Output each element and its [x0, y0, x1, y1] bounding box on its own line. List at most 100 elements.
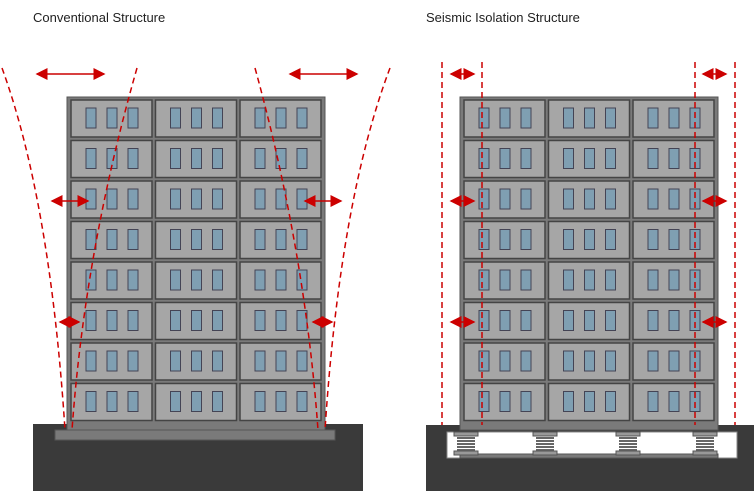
- window: [563, 269, 574, 291]
- window: [689, 391, 701, 412]
- window: [106, 229, 118, 250]
- window: [85, 107, 97, 129]
- window: [275, 310, 287, 331]
- window: [170, 148, 181, 169]
- window: [520, 229, 532, 250]
- window: [275, 107, 287, 129]
- window: [584, 350, 595, 372]
- bearing-layer: [536, 446, 554, 448]
- window: [212, 310, 223, 331]
- window: [170, 269, 181, 291]
- window: [170, 350, 181, 372]
- window: [520, 107, 532, 129]
- bearing-plate: [453, 431, 479, 437]
- bearing-plate: [615, 431, 641, 437]
- base-slab: [459, 453, 719, 459]
- window: [296, 350, 308, 372]
- window: [127, 350, 139, 372]
- window: [191, 350, 202, 372]
- window: [499, 269, 511, 291]
- window: [563, 350, 574, 372]
- bearing-layer: [696, 437, 714, 439]
- window: [478, 107, 490, 129]
- window: [85, 148, 97, 169]
- window: [275, 391, 287, 412]
- window: [191, 229, 202, 250]
- window: [584, 310, 595, 331]
- window: [212, 188, 223, 210]
- window: [478, 310, 490, 331]
- window: [668, 350, 680, 372]
- window: [584, 269, 595, 291]
- window: [127, 188, 139, 210]
- window: [85, 229, 97, 250]
- window: [520, 391, 532, 412]
- window: [668, 148, 680, 169]
- window: [520, 350, 532, 372]
- bearing-layer: [619, 443, 637, 445]
- window: [668, 391, 680, 412]
- window: [647, 269, 659, 291]
- window: [275, 269, 287, 291]
- bearing-layer: [536, 440, 554, 442]
- window: [563, 391, 574, 412]
- window: [127, 391, 139, 412]
- window: [296, 107, 308, 129]
- window: [191, 310, 202, 331]
- sway-curve: [324, 67, 391, 431]
- bearing-plate: [453, 450, 479, 456]
- window: [605, 107, 616, 129]
- window: [191, 269, 202, 291]
- window: [191, 107, 202, 129]
- window: [647, 350, 659, 372]
- window: [254, 269, 266, 291]
- window: [106, 148, 118, 169]
- window: [170, 310, 181, 331]
- window: [605, 391, 616, 412]
- window: [212, 229, 223, 250]
- window: [520, 310, 532, 331]
- window: [212, 269, 223, 291]
- bearing-layer: [696, 440, 714, 442]
- window: [520, 188, 532, 210]
- window: [85, 188, 97, 210]
- window: [478, 229, 490, 250]
- sway-curve: [71, 67, 138, 431]
- window: [563, 310, 574, 331]
- window: [106, 391, 118, 412]
- window: [127, 229, 139, 250]
- bearing-layer: [696, 449, 714, 451]
- window: [668, 188, 680, 210]
- window: [584, 188, 595, 210]
- window: [689, 310, 701, 331]
- window: [563, 107, 574, 129]
- window: [478, 269, 490, 291]
- window: [85, 350, 97, 372]
- window: [212, 148, 223, 169]
- window: [563, 148, 574, 169]
- window: [668, 269, 680, 291]
- window: [254, 107, 266, 129]
- window: [689, 229, 701, 250]
- conventional-structure: [1, 67, 391, 491]
- window: [127, 148, 139, 169]
- bearing-layer: [536, 437, 554, 439]
- window: [106, 107, 118, 129]
- window: [254, 350, 266, 372]
- window: [520, 269, 532, 291]
- bearing-plate: [615, 450, 641, 456]
- window: [584, 148, 595, 169]
- window: [296, 229, 308, 250]
- window: [647, 391, 659, 412]
- window: [647, 229, 659, 250]
- bearing-layer: [619, 440, 637, 442]
- window: [478, 350, 490, 372]
- window: [605, 310, 616, 331]
- window: [275, 229, 287, 250]
- window: [254, 188, 266, 210]
- window: [106, 350, 118, 372]
- window: [668, 310, 680, 331]
- bearing-layer: [619, 437, 637, 439]
- bearing-layer: [696, 443, 714, 445]
- window: [254, 310, 266, 331]
